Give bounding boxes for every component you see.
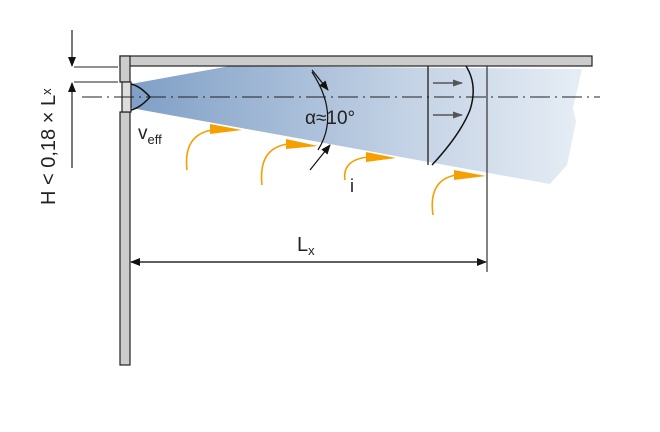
wall-upper xyxy=(119,55,131,83)
induction-label: i xyxy=(350,176,354,196)
angle-label: α≈10° xyxy=(305,108,355,129)
angle-arrow-icon xyxy=(309,144,331,171)
induced-air xyxy=(185,129,457,216)
angle-arc xyxy=(311,71,329,151)
air-jet xyxy=(131,66,582,184)
induced-arrow-icons xyxy=(210,124,486,180)
ceiling xyxy=(119,55,593,67)
throw-label: Lx xyxy=(297,234,315,258)
angle-arrow-icon xyxy=(311,69,329,91)
height-rule-label: H < 0,18 × Lx xyxy=(38,88,60,205)
velocity-profile xyxy=(431,65,474,166)
wall xyxy=(119,111,131,366)
velocity-label: veff xyxy=(138,123,162,147)
